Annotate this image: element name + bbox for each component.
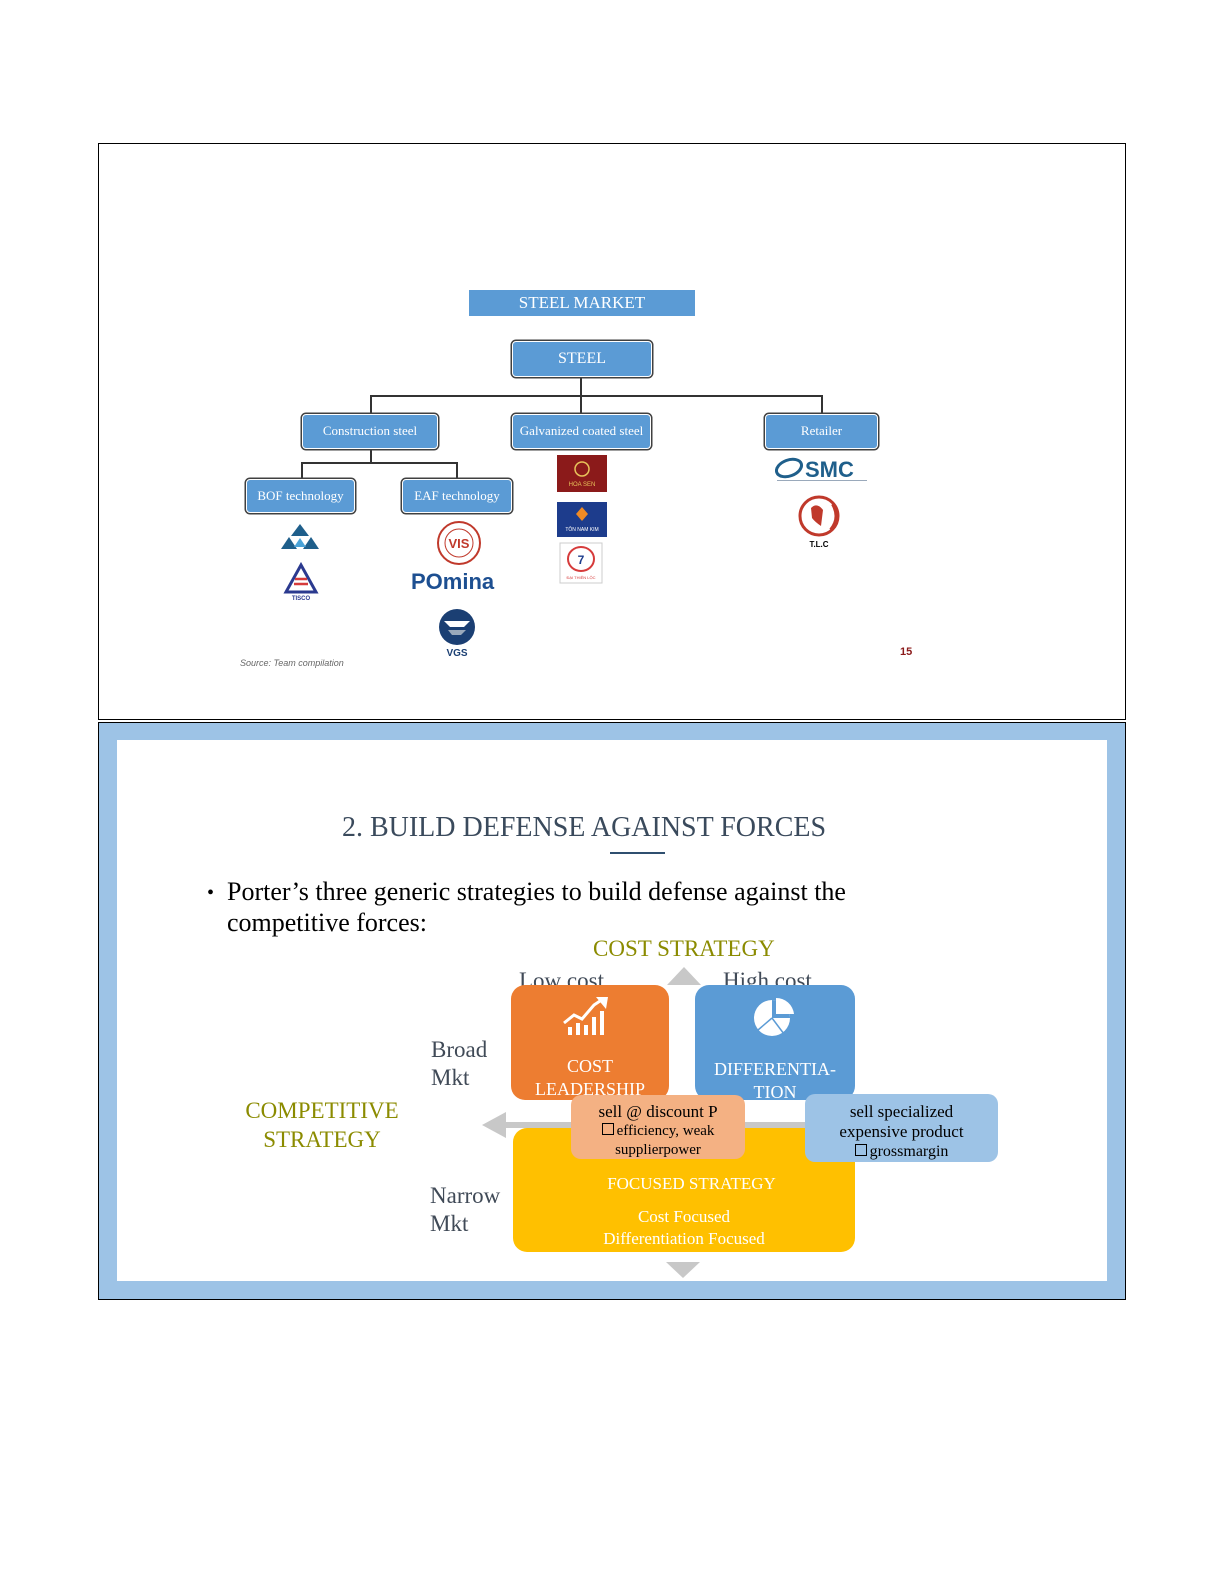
slide-steel-market-structure: STEEL MARKET STRUCTURE STEEL Constructio…: [98, 143, 1126, 720]
differentiation-box: DIFFERENTIA- TION: [695, 985, 855, 1100]
arrow-down-icon: [666, 1262, 700, 1278]
page-number: 15: [900, 646, 913, 658]
tisco-logo: TISCO: [283, 562, 319, 602]
vis-logo: VIS: [437, 521, 481, 565]
dtl-label: ĐẠI THIÊN LỘC: [566, 575, 595, 580]
title-underline: [610, 852, 665, 854]
checkbox-glyph: [601, 1123, 614, 1135]
vgs-logo: VGS: [439, 609, 475, 659]
broad-market-label: Broad Mkt: [431, 1037, 488, 1090]
vis-label: VIS: [449, 536, 470, 551]
tlc-label: T.L.C: [809, 540, 828, 549]
hoa-sen-logo: HOA SEN: [557, 455, 607, 492]
callout-cost-leadership: sell @ discount P efficiency, weak suppl…: [571, 1095, 745, 1159]
hoa-sen-label: HOA SEN: [569, 482, 596, 488]
slide-build-defense: 2. BUILD DEFENSE AGAINST FORCES • Porter…: [98, 722, 1126, 1300]
vgs-label: VGS: [446, 648, 467, 659]
slide-title: 2. BUILD DEFENSE AGAINST FORCES: [341, 812, 827, 843]
arrow-left-icon: [482, 1112, 506, 1138]
tlc-logo: T.L.C: [798, 495, 840, 549]
bullet-dot: •: [207, 882, 215, 904]
arrow-up-icon: [667, 967, 701, 985]
node-construction-steel: Construction steel: [302, 414, 438, 449]
slide-content: 2. BUILD DEFENSE AGAINST FORCES • Porter…: [117, 740, 1107, 1281]
connector: [580, 377, 582, 397]
smc-label: SMC: [805, 457, 854, 482]
node-retailer: Retailer: [765, 414, 878, 449]
cost-leadership-box: COST LEADERSHIP: [511, 985, 669, 1100]
cost-strategy-label: COST STRATEGY: [593, 936, 775, 961]
growth-chart-icon: [563, 997, 608, 1035]
narrow-market-label: Narrow Mkt: [430, 1183, 501, 1236]
callout-differentiation: sell specialized expensive product gross…: [805, 1094, 998, 1162]
triangles-logo: [281, 524, 319, 549]
connector: [301, 462, 303, 479]
node-bof-technology: BOF technology: [246, 479, 355, 513]
node-steel: STEEL: [512, 341, 652, 377]
pie-chart-icon: [754, 998, 794, 1036]
checkbox-glyph: [854, 1144, 867, 1156]
source-note: Source: Team compilation: [240, 658, 344, 668]
node-galvanized-coated-steel: Galvanized coated steel: [512, 414, 651, 449]
smc-logo: SMC: [775, 457, 867, 482]
node-eaf-technology: EAF technology: [402, 479, 512, 513]
dai-thien-loc-logo: 7 ĐẠI THIÊN LỘC: [559, 542, 603, 584]
pomina-logo: POmina: [411, 569, 495, 594]
connector: [301, 462, 457, 464]
svg-text:7: 7: [578, 553, 585, 567]
connector: [370, 395, 822, 397]
tisco-label: TISCO: [292, 596, 311, 602]
ton-nam-kim-label: TÔN NAM KIM: [565, 526, 598, 533]
connector: [821, 395, 823, 415]
bullet-text: Porter’s three generic strategies to bui…: [227, 877, 846, 937]
connector: [370, 395, 372, 415]
connector: [370, 449, 372, 463]
connector: [580, 395, 582, 415]
slide-title: STEEL MARKET STRUCTURE: [469, 290, 695, 338]
competitive-strategy-label: COMPETITIVE STRATEGY: [245, 1098, 399, 1152]
connector: [456, 462, 458, 479]
ton-nam-kim-logo: TÔN NAM KIM: [557, 502, 607, 537]
